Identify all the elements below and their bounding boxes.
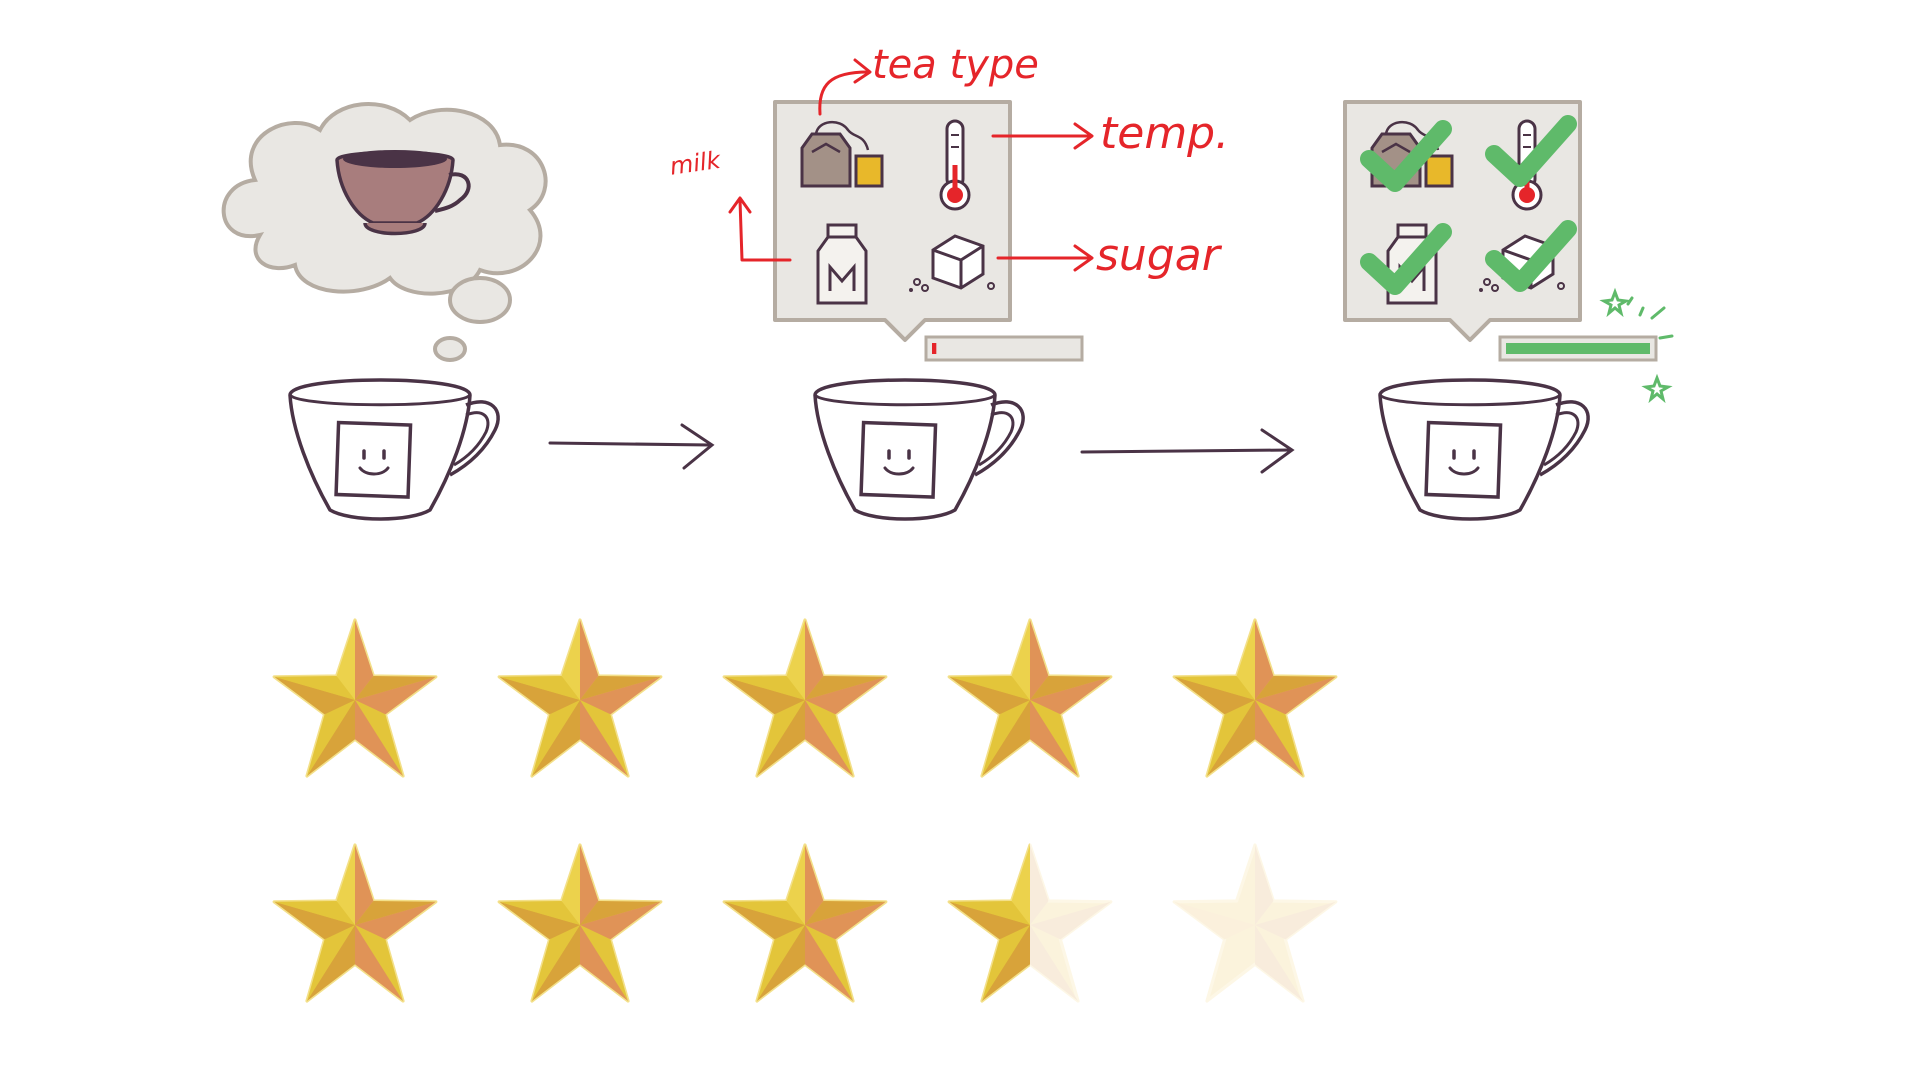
progress-fill	[1506, 343, 1650, 354]
star-empty-icon	[1172, 843, 1338, 1003]
star-icon	[947, 618, 1113, 778]
progress-bar	[924, 335, 1084, 362]
star-rating-row-bottom	[272, 843, 1338, 1003]
tea-cup-icon	[335, 150, 471, 236]
star-icon	[722, 618, 888, 778]
teacup-robot-1	[288, 378, 500, 521]
annotation-tea-type: tea type	[872, 42, 1039, 88]
teacup-robot-3	[1378, 378, 1590, 521]
progress-bar-complete	[1498, 335, 1658, 362]
star-icon	[497, 843, 663, 1003]
annotation-arrows	[728, 58, 1094, 272]
star-icon	[497, 618, 663, 778]
sparkle-icon	[1599, 287, 1674, 404]
annotation-temp: temp.	[1100, 108, 1229, 159]
progress-fill	[932, 343, 937, 354]
annotation-sugar: sugar	[1096, 230, 1223, 281]
annotation-milk: milk	[668, 146, 723, 181]
star-icon	[1172, 618, 1338, 778]
arrow-right-icon	[548, 423, 715, 470]
arrow-right-icon	[1080, 428, 1295, 474]
star-icon	[272, 843, 438, 1003]
star-icon	[272, 618, 438, 778]
star-half-icon	[947, 843, 1113, 1003]
teacup-robot-2	[813, 378, 1025, 521]
star-rating-row-top	[272, 618, 1338, 778]
star-icon	[722, 843, 888, 1003]
